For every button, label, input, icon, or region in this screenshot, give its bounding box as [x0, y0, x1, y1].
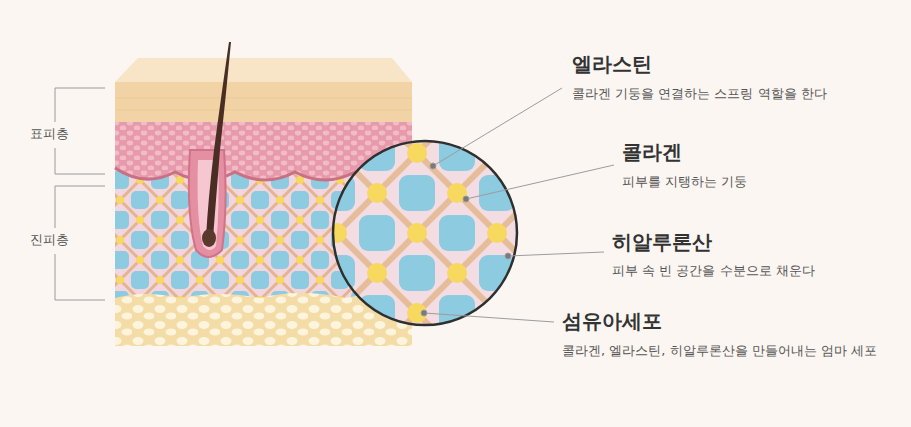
- callout-title: 콜라겐: [622, 140, 682, 164]
- callout-description: 콜라겐, 엘라스틴, 히알루론산을 만들어내는 엄마 세포: [562, 343, 877, 359]
- callout-description: 콜라겐 기둥을 연결하는 스프링 역할을 한다: [572, 86, 827, 102]
- layer-bracket: [55, 88, 105, 300]
- callout-title: 엘라스틴: [572, 52, 652, 76]
- layer-label: 표피층: [28, 126, 71, 142]
- leader-line: [421, 88, 614, 322]
- callout-title: 섬유아세포: [562, 309, 662, 333]
- magnifier-circle: [333, 141, 517, 325]
- callout-description: 피부를 지탱하는 기둥: [622, 174, 747, 190]
- callout-description: 피부 속 빈 공간을 수분으로 채운다: [612, 263, 815, 279]
- layer-label: 진피층: [28, 232, 71, 248]
- callout-title: 히알루론산: [612, 230, 712, 254]
